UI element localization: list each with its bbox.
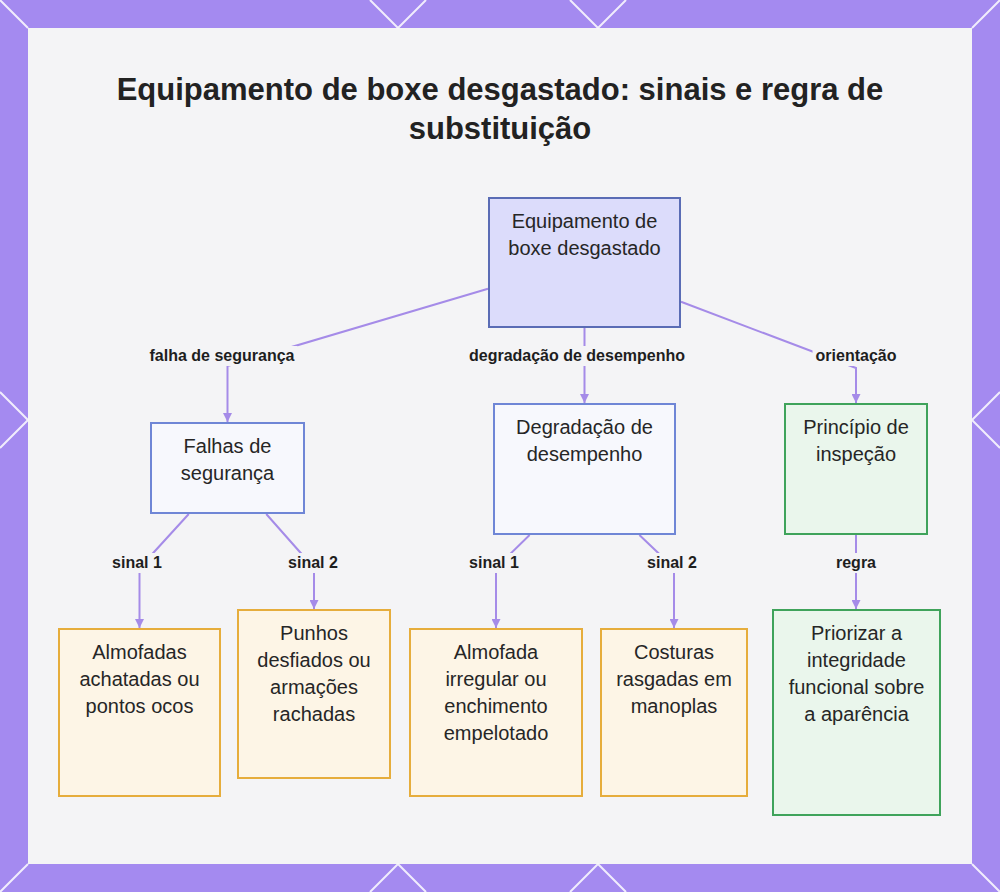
edge-label: regra xyxy=(833,553,879,573)
sign-box: Almofadas achatadas ou pontos ocos xyxy=(58,628,221,797)
edge-label: sinal 1 xyxy=(109,553,165,573)
node-label: Almofada irregular ou enchimento empelot… xyxy=(411,630,581,755)
sign-box: Punhos desfiados ou armações rachadas xyxy=(237,609,391,779)
sign-box: Costuras rasgadas em manoplas xyxy=(600,628,748,797)
root-box: Equipamento de boxe desgastado xyxy=(488,197,681,328)
edge-label: falha de segurança xyxy=(147,346,298,366)
node-label: Princípio de inspeção xyxy=(786,405,926,476)
connector-arrow xyxy=(496,535,530,628)
edge-label: degradação de desempenho xyxy=(466,346,688,366)
node-label: Almofadas achatadas ou pontos ocos xyxy=(60,630,219,728)
edge-label: sinal 2 xyxy=(285,553,341,573)
node-label: Punhos desfiados ou armações rachadas xyxy=(239,611,389,736)
sign-box: Almofada irregular ou enchimento empelot… xyxy=(409,628,583,797)
category-box: Degradação de desempenho xyxy=(493,403,676,535)
edge-label: sinal 1 xyxy=(466,553,522,573)
principle-box: Princípio de inspeção xyxy=(784,403,928,535)
edge-label: sinal 2 xyxy=(644,553,700,573)
panel xyxy=(28,28,972,864)
edge-label: orientação xyxy=(813,346,900,366)
node-label: Costuras rasgadas em manoplas xyxy=(602,630,746,728)
diagram-title: Equipamento de boxe desgastado: sinais e… xyxy=(100,70,900,148)
node-label: Degradação de desempenho xyxy=(495,405,674,476)
node-label: Falhas de segurança xyxy=(152,424,303,495)
node-label: Equipamento de boxe desgastado xyxy=(490,199,679,270)
category-box: Falhas de segurança xyxy=(150,422,305,514)
rule-box: Priorizar a integridade funcional sobre … xyxy=(772,609,941,816)
connector-arrow xyxy=(639,535,674,628)
node-label: Priorizar a integridade funcional sobre … xyxy=(774,611,939,736)
